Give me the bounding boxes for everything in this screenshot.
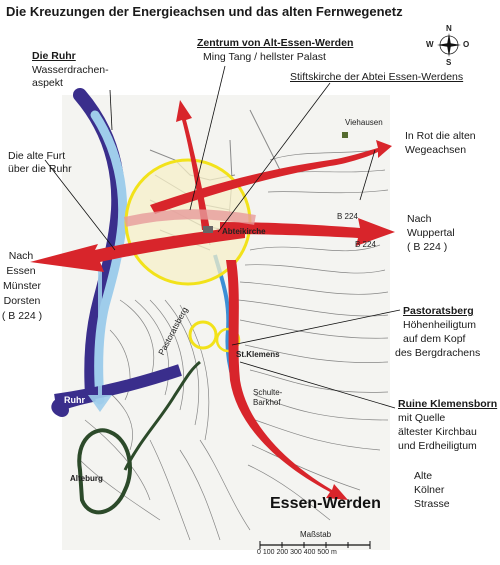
alteburg-label: Alteburg bbox=[70, 474, 103, 483]
essen-line-3: Münster bbox=[3, 280, 41, 292]
massstab-label: Maßstab bbox=[300, 530, 332, 539]
schulte-label-2: Barkhof bbox=[253, 398, 281, 407]
koelner-line-2: Kölner bbox=[414, 484, 445, 496]
center-desc: Ming Tang / hellster Palast bbox=[203, 51, 326, 63]
furt-line-1: Die alte Furt bbox=[8, 150, 66, 162]
essen-line-5: ( B 224 ) bbox=[1, 310, 43, 322]
ruine-line-2: ältester Kirchbau bbox=[398, 426, 477, 438]
compass-north: N bbox=[446, 24, 452, 33]
wuppertal-line-1: Nach bbox=[407, 213, 432, 225]
stiftskirche-label: Stiftskirche der Abtei Essen-Werdens bbox=[290, 71, 464, 83]
pastoratsberg-line-1: Höhenheiligtum bbox=[403, 319, 476, 331]
pastoratsberg-line-2: auf dem Kopf bbox=[403, 333, 466, 345]
scale-ticks-label: 0 100 200 300 400 500 m bbox=[257, 549, 337, 556]
page-title: Die Kreuzungen der Energieachsen und das… bbox=[6, 4, 403, 19]
pastoratsberg-title: Pastoratsberg bbox=[403, 305, 474, 317]
furt-line-2: über die Ruhr bbox=[8, 163, 72, 175]
ruine-line-3: und Erdheiligtum bbox=[398, 440, 477, 452]
ruine-line-1: mit Quelle bbox=[398, 412, 446, 424]
ruhr-river-label: Ruhr bbox=[64, 395, 85, 405]
alteburg-trail bbox=[123, 360, 201, 471]
compass-east: O bbox=[463, 40, 470, 49]
essen-line-1: Nach bbox=[8, 250, 34, 262]
viehausen-icon bbox=[342, 132, 348, 138]
center-title: Zentrum von Alt-Essen-Werden bbox=[197, 37, 354, 49]
compass-west: W bbox=[426, 40, 434, 49]
koelner-line-3: Strasse bbox=[414, 498, 450, 510]
red-axes bbox=[30, 100, 395, 500]
essen-line-4: Dorsten bbox=[3, 295, 41, 307]
st-klemens-label: St.Klemens bbox=[236, 350, 280, 359]
contour-lines bbox=[79, 149, 389, 541]
center-pink-axis bbox=[123, 209, 256, 227]
scale-bar bbox=[259, 541, 371, 549]
ruine-title: Ruine Klemensborn bbox=[398, 398, 498, 410]
essen-line-2: Essen bbox=[6, 265, 36, 277]
pastoratsberg-line-3: des Bergdrachens bbox=[395, 347, 481, 359]
b224-top-label: B 224 bbox=[337, 212, 358, 221]
compass-rose bbox=[437, 33, 461, 57]
wuppertal-line-3: ( B 224 ) bbox=[407, 241, 448, 253]
schulte-label-1: Schulte- bbox=[253, 388, 283, 397]
b224-right-label: B 224 bbox=[355, 240, 376, 249]
abteikirche-label: Abteikirche bbox=[222, 227, 266, 236]
pastoratsberg-circle bbox=[188, 320, 218, 350]
ruhr-desc-1: Wasserdrachen- bbox=[32, 64, 109, 76]
compass-south: S bbox=[446, 58, 452, 67]
klemens-circle bbox=[215, 327, 241, 353]
ford-arrow bbox=[88, 270, 112, 412]
koelner-line-1: Alte bbox=[414, 470, 433, 482]
rot-line-1: In Rot die alten bbox=[405, 130, 476, 142]
pointer-lines bbox=[44, 65, 401, 409]
viehausen-label: Viehausen bbox=[345, 118, 383, 127]
ruhr-desc-2: aspekt bbox=[32, 77, 63, 89]
ruhr-lower-band bbox=[54, 364, 182, 406]
city-name: Essen-Werden bbox=[270, 495, 381, 512]
ruhr-title: Die Ruhr bbox=[32, 50, 76, 62]
abteikirche-icon bbox=[203, 226, 213, 233]
wuppertal-line-2: Wuppertal bbox=[407, 227, 455, 239]
rot-line-2: Wegeachsen bbox=[405, 144, 467, 156]
